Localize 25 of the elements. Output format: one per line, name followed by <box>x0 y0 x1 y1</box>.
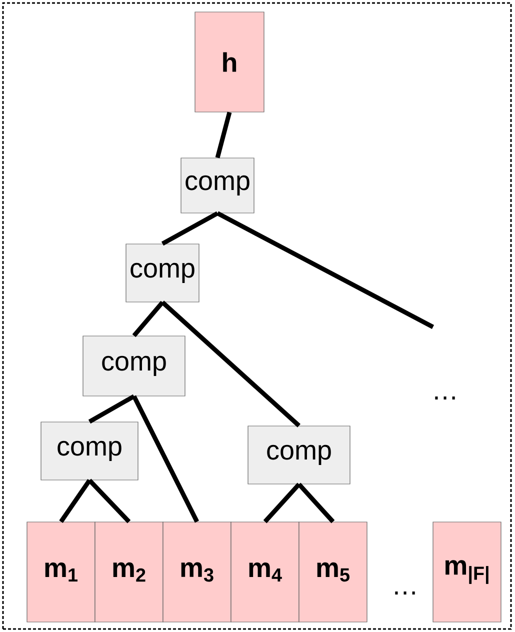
tree-edge <box>132 300 164 338</box>
tree-leaf-box: m$_{1}$ <box>26 522 96 622</box>
ellipsis: … <box>435 396 455 400</box>
comp-box: comp <box>180 158 254 214</box>
tree-leaf-box: h <box>194 12 264 112</box>
comp-box: comp <box>248 426 350 484</box>
tree-edge <box>88 394 136 424</box>
tree-edge <box>297 482 335 524</box>
tree-leaf-box: m$_{4}$ <box>230 522 300 622</box>
comp-box: comp <box>126 244 200 302</box>
tree-leaf-box: m$_{|F|}$ <box>432 522 502 622</box>
tree-leaf-box: m$_{2}$ <box>94 522 164 622</box>
tree-edge <box>263 482 301 524</box>
tree-leaf-box: m$_{5}$ <box>298 522 368 622</box>
tree-edge <box>132 395 199 523</box>
tree-leaf-box: m$_{3}$ <box>162 522 232 622</box>
tree-edge <box>216 211 434 329</box>
ellipsis: … <box>395 592 415 594</box>
tree-edge <box>160 300 301 428</box>
tree-edge <box>59 479 92 523</box>
tree-edge <box>161 211 219 246</box>
comp-box: comp <box>40 422 138 480</box>
tree-edge <box>215 112 232 158</box>
tree-edge <box>88 478 131 524</box>
comp-box: comp <box>82 336 186 396</box>
